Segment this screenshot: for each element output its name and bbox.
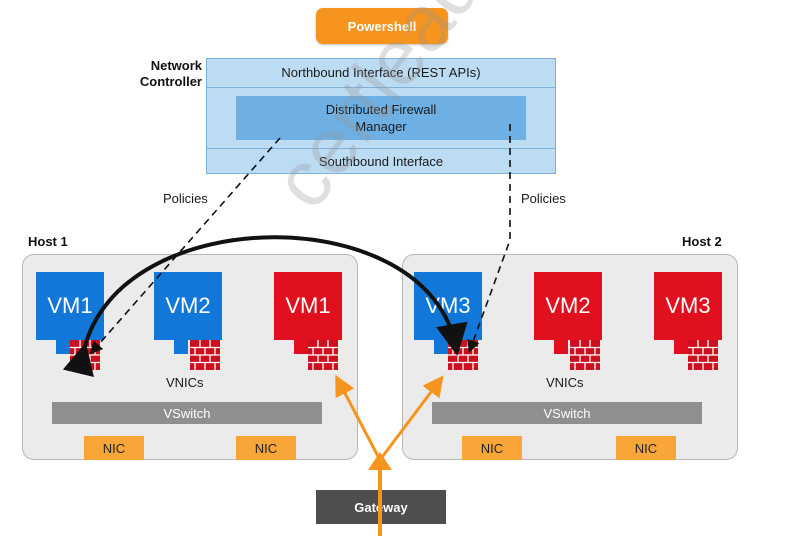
policy-arrow-right <box>467 124 511 354</box>
host1-vm3-label: VM1 <box>285 293 331 318</box>
powershell-box: Powershell <box>316 8 448 44</box>
firewall-icon <box>688 340 718 370</box>
vm-traffic-arrow <box>62 235 468 378</box>
northbound-interface: Northbound Interface (REST APIs) <box>206 58 556 88</box>
network-controller-label-line2: Controller <box>139 74 202 89</box>
host1-nic-2-label: NIC <box>254 440 278 456</box>
host2-vm3-red: VM3 <box>654 272 722 340</box>
host1-vswitch-label: VSwitch <box>163 405 211 421</box>
host1-vswitch: VSwitch <box>52 402 322 424</box>
host2-nic-2-label: NIC <box>634 440 658 456</box>
host1-title: Host 1 <box>28 234 68 249</box>
host2-title: Host 2 <box>682 234 722 249</box>
host1-vm2-blue: VM2 <box>154 272 222 340</box>
host2-nic-2: NIC <box>616 436 676 460</box>
gateway-arrow-to-host2 <box>378 375 444 461</box>
policies-label-left: Policies <box>163 191 208 206</box>
host1-nic-1-label: NIC <box>102 440 126 456</box>
firewall-icon <box>570 340 600 370</box>
policy-arrow-left <box>89 137 281 355</box>
network-controller-label: Network Controller <box>118 58 202 90</box>
host2-vswitch-label: VSwitch <box>543 405 591 421</box>
host2-vm2-label: VM2 <box>545 293 591 318</box>
distributed-firewall-manager: Distributed Firewall Manager <box>236 96 526 140</box>
southbound-interface-label: Southbound Interface <box>318 154 444 169</box>
powershell-label: Powershell <box>347 18 417 34</box>
northbound-interface-label: Northbound Interface (REST APIs) <box>281 65 481 80</box>
policies-label-right: Policies <box>521 191 566 206</box>
host1-nic-1: NIC <box>84 436 144 460</box>
southbound-interface: Southbound Interface <box>206 148 556 174</box>
host2-nic-1-label: NIC <box>480 440 504 456</box>
host1-nic-2: NIC <box>236 436 296 460</box>
dfm-label-line2: Manager <box>355 119 407 134</box>
gateway-arrow-to-host1 <box>335 374 382 461</box>
host2-vm2-tab <box>554 340 568 354</box>
gateway-arrowhead <box>368 452 392 470</box>
host1-vm1-label: VM1 <box>47 293 93 318</box>
host2-nic-1: NIC <box>462 436 522 460</box>
host2-vswitch: VSwitch <box>432 402 702 424</box>
dfm-label-line1: Distributed Firewall <box>325 102 437 117</box>
network-controller-label-line1: Network <box>150 58 202 73</box>
host1-vnics-label: VNICs <box>166 375 204 390</box>
host1-vm2-label: VM2 <box>165 293 211 318</box>
host2-vm2-red: VM2 <box>534 272 602 340</box>
host2-vm3-tab <box>674 340 688 354</box>
host2-vnics-label: VNICs <box>546 375 584 390</box>
host2-vm3-label: VM3 <box>665 293 711 318</box>
